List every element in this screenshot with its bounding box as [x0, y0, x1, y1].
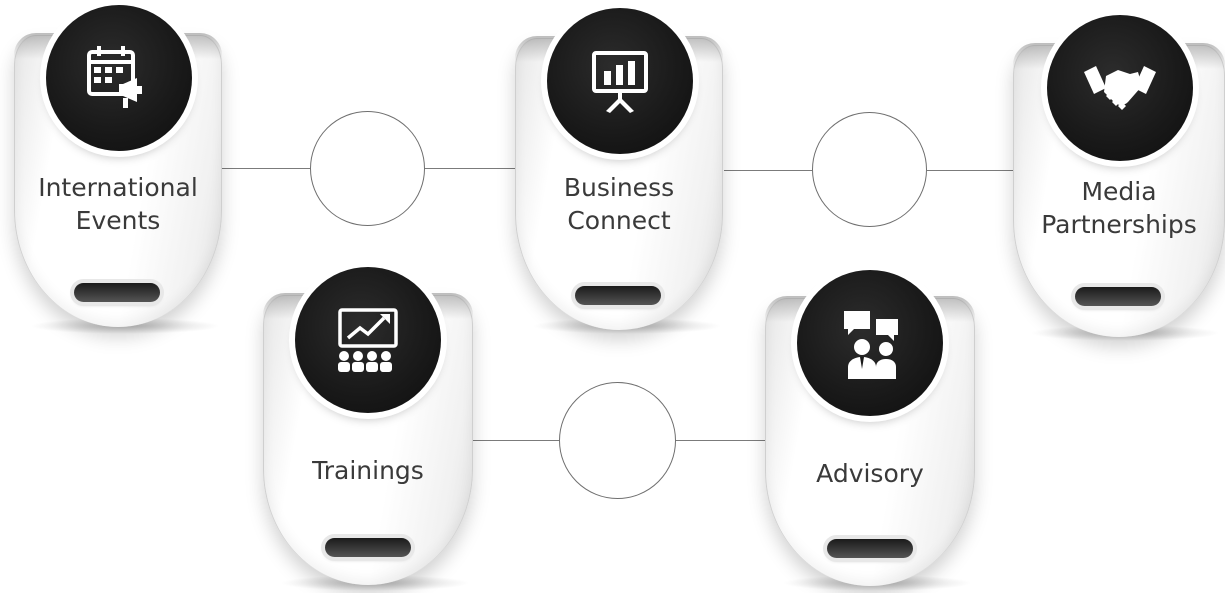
connector-line — [425, 168, 515, 169]
card-label-line-1: International — [38, 173, 198, 202]
connector-ring — [812, 112, 927, 227]
card-trainings[interactable]: Trainings — [263, 267, 473, 585]
connector-line — [473, 440, 559, 441]
card-media-partnerships[interactable]: Media Partnerships — [1013, 15, 1225, 337]
icon-disc — [547, 8, 693, 154]
card-label-line-2: Events — [75, 206, 161, 235]
card-pill — [74, 283, 160, 302]
icon-disc — [295, 267, 441, 413]
connector-ring — [559, 382, 676, 499]
calendar-megaphone-icon — [87, 46, 142, 108]
training-audience-icon — [338, 308, 398, 372]
card-international-events[interactable]: International Events — [14, 5, 222, 327]
card-pill — [1075, 287, 1161, 306]
card-label-line-1: Trainings — [312, 456, 424, 485]
card-label-line-2: Partnerships — [1041, 210, 1197, 239]
card-label-line-1: Advisory — [816, 459, 924, 488]
card-label-line-2: Connect — [567, 206, 671, 235]
card-label-line-1: Media — [1081, 177, 1157, 206]
advisory-chat-icon — [844, 311, 898, 379]
connector-ring — [310, 111, 425, 226]
icon-disc — [1047, 15, 1193, 161]
handshake-icon — [1084, 66, 1156, 110]
card-pill — [575, 286, 661, 305]
connector-line — [724, 170, 812, 171]
icon-disc — [797, 270, 943, 416]
connector-line — [222, 168, 310, 169]
icon-disc — [46, 5, 192, 151]
card-label-line-1: Business — [563, 173, 675, 202]
connector-line — [676, 440, 766, 441]
card-business-connect[interactable]: Business Connect — [515, 8, 723, 330]
card-advisory[interactable]: Advisory — [765, 270, 975, 586]
card-pill — [325, 538, 411, 557]
presentation-chart-icon — [592, 51, 648, 113]
card-pill — [827, 539, 913, 558]
connector-line — [927, 170, 1015, 171]
